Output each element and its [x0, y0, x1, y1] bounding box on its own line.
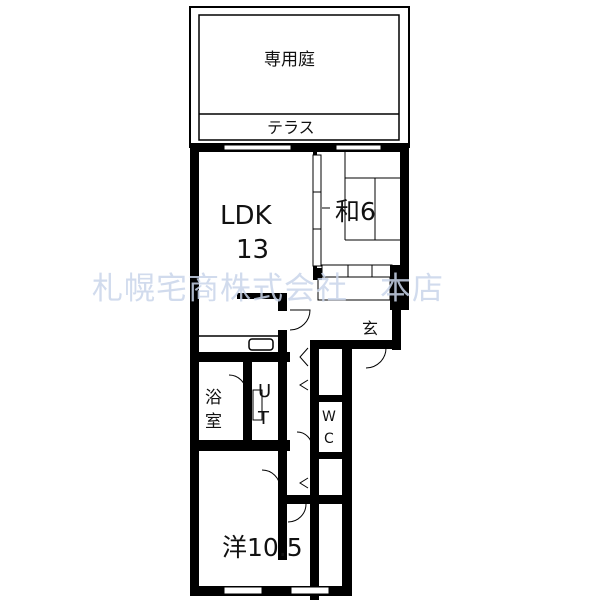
garden-label: 専用庭 — [264, 50, 315, 70]
window — [290, 586, 330, 595]
bath-label-1: 浴 — [205, 388, 222, 408]
window — [335, 144, 382, 151]
walls — [190, 143, 409, 600]
garden-inner — [198, 14, 400, 141]
entrance-label: 玄 — [362, 319, 379, 338]
sliding-doors — [312, 154, 322, 267]
wc-label-1: W — [322, 409, 336, 425]
ut-door — [252, 389, 263, 421]
bath-label-2: 室 — [205, 412, 222, 432]
tatami — [317, 152, 400, 301]
ldk-label: LDK — [220, 201, 272, 231]
western-room-label: 洋10.5 — [222, 533, 303, 562]
window — [223, 586, 263, 595]
ut-label-2: T — [258, 408, 269, 429]
ut-label-1: U — [258, 381, 272, 402]
watermark: 札幌宅商株式会社 本店 — [92, 271, 444, 307]
washitsu-label: 和6 — [335, 197, 376, 226]
ldk-size-label: 13 — [236, 235, 270, 265]
terrace-label: テラス — [267, 118, 315, 137]
wc-label-2: C — [324, 431, 334, 447]
kitchen-sink — [248, 338, 274, 351]
window — [223, 144, 292, 151]
door-swings — [228, 309, 387, 523]
